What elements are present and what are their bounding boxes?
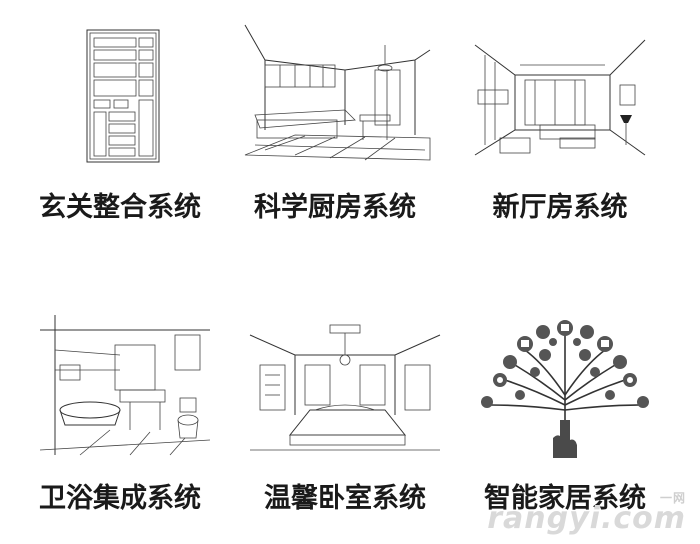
tile-label: 温馨卧室系统 xyxy=(264,483,426,514)
tile-bedroom[interactable]: 温馨卧室系统 xyxy=(245,310,445,525)
bathroom-sketch xyxy=(20,310,220,460)
tile-label: 智能家居系统 xyxy=(484,483,646,514)
tile-label: 新厅房系统 xyxy=(492,192,628,223)
bedroom-sketch xyxy=(245,310,445,460)
living-room-sketch xyxy=(460,20,660,170)
watermark: 一网 rangyi.com xyxy=(487,491,686,536)
tile-living-room[interactable]: 新厅房系统 xyxy=(460,20,660,230)
tile-smart-home[interactable]: 智能家居系统 xyxy=(465,310,665,525)
watermark-text: rangyi.com xyxy=(487,501,686,536)
tile-label: 玄关整合系统 xyxy=(39,192,201,223)
watermark-sub: 一网 xyxy=(659,491,686,505)
entryway-cabinet-sketch xyxy=(20,20,220,170)
tile-kitchen[interactable]: 科学厨房系统 xyxy=(235,20,435,230)
tile-label: 卫浴集成系统 xyxy=(39,483,201,514)
tile-bathroom[interactable]: 卫浴集成系统 xyxy=(20,310,220,525)
tile-entryway[interactable]: 玄关整合系统 xyxy=(20,20,220,230)
kitchen-sketch xyxy=(235,20,435,170)
tile-label: 科学厨房系统 xyxy=(254,192,416,223)
smart-home-tree-icon xyxy=(465,310,665,460)
